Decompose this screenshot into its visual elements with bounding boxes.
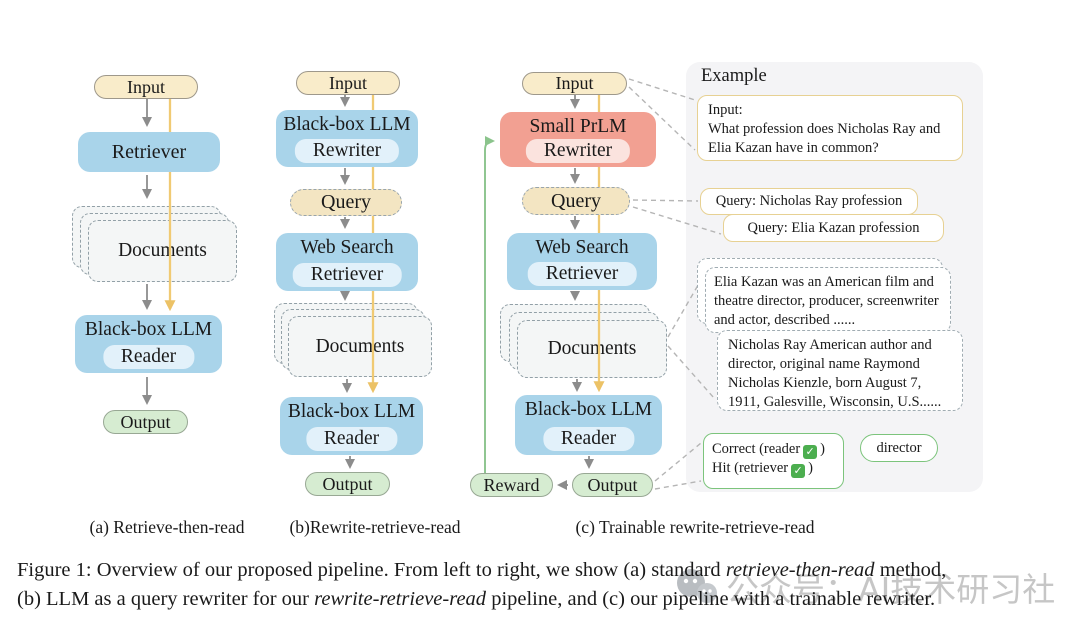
caption-text: method, <box>874 559 947 581</box>
example-query-box-2: Query: Elia Kazan profession <box>723 214 944 242</box>
documents-node-b: Documents <box>274 303 432 377</box>
documents-node-a: Documents <box>72 206 237 282</box>
reader-line2: Reader <box>102 345 195 369</box>
example-document-text-1: Elia Kazan was an American film and thea… <box>705 267 951 333</box>
reader-node-b: Black-box LLM Reader <box>280 397 423 455</box>
small-prlm-rewriter-node-c: Small PrLM Rewriter <box>500 112 656 167</box>
example-title: Example <box>701 66 767 86</box>
reward-feedback-arrow <box>484 136 495 473</box>
caption-text: Figure 1: Overview of our proposed pipel… <box>17 559 726 581</box>
example-result-box: Correct (reader✓) Hit (retriever✓) <box>703 433 844 489</box>
rewriter-line1: Small PrLM <box>529 116 627 137</box>
retriever-line2: Retriever <box>527 262 637 286</box>
example-input-box: Input: What profession does Nicholas Ray… <box>697 95 963 161</box>
example-query-box-1: Query: Nicholas Ray profession <box>700 188 918 215</box>
caption-italic: rewrite-retrieve-read <box>314 588 487 610</box>
example-input-question-line1: What profession does Nicholas Ray and <box>708 120 941 137</box>
web-search-retriever-node-c: Web Search Retriever <box>507 233 657 290</box>
query-node-c: Query <box>522 187 630 215</box>
output-node-c: Output <box>572 473 653 497</box>
result-correct-close: ) <box>820 441 825 457</box>
panel-c-label: (c) Trainable rewrite-retrieve-read <box>575 517 815 537</box>
reader-line1: Black-box LLM <box>84 319 213 340</box>
output-node-a: Output <box>103 410 188 434</box>
reader-line1: Black-box LLM <box>287 401 416 422</box>
result-correct-text: Correct (reader <box>712 441 801 457</box>
result-correct-line: Correct (reader✓) <box>712 440 835 459</box>
result-hit-close: ) <box>808 460 813 476</box>
documents-label: Documents <box>517 320 667 378</box>
reader-line2: Reader <box>305 427 398 451</box>
check-icon: ✓ <box>803 445 818 459</box>
result-hit-line: Hit (retriever✓) <box>712 459 835 478</box>
panel-b-label: (b)Rewrite-retrieve-read <box>289 517 461 537</box>
query-node-b: Query <box>290 189 402 216</box>
caption-italic: retrieve-then-read <box>725 559 875 581</box>
rewriter-line2: Rewriter <box>294 139 400 163</box>
reader-node-a: Black-box LLM Reader <box>75 315 222 373</box>
panel-a-label: (a) Retrieve-then-read <box>89 517 245 537</box>
rewriter-line2: Rewriter <box>525 139 631 163</box>
caption-text: (b) LLM as a query rewriter for our <box>17 588 315 610</box>
example-answer-pill: director <box>860 434 938 462</box>
caption-text: pipeline, and (c) our pipeline with a tr… <box>486 588 936 610</box>
caption-line-2: (b) LLM as a query rewriter for our rewr… <box>17 585 1069 614</box>
retriever-line1: Web Search <box>300 237 394 258</box>
watermark-text: 公众号：AI技术研习社 <box>726 570 1056 609</box>
reader-line2: Reader <box>542 427 635 451</box>
caption-line-1: Figure 1: Overview of our proposed pipel… <box>17 556 1069 585</box>
reward-node-c: Reward <box>470 473 553 497</box>
input-node-c: Input <box>522 72 627 95</box>
result-hit-text: Hit (retriever <box>712 460 789 476</box>
example-document-box-2: Nicholas Ray American author and directo… <box>717 330 963 411</box>
example-input-question-line2: Elia Kazan have in common? <box>708 139 879 156</box>
watermark: 公众号：AI技术研习社 <box>676 563 1055 611</box>
wechat-logo-icon <box>677 569 717 603</box>
rewriter-node-b: Black-box LLM Rewriter <box>276 110 418 167</box>
retriever-node-a: Retriever <box>78 132 220 172</box>
reader-node-c: Black-box LLM Reader <box>515 395 662 455</box>
retriever-line1: Web Search <box>535 237 629 258</box>
check-icon: ✓ <box>791 464 806 478</box>
input-node-b: Input <box>296 71 400 95</box>
output-node-b: Output <box>305 472 390 496</box>
rewriter-line1: Black-box LLM <box>283 114 411 135</box>
example-input-label: Input: <box>708 102 743 118</box>
documents-label: Documents <box>288 316 432 377</box>
documents-label: Documents <box>88 220 237 282</box>
retriever-line2: Retriever <box>292 263 402 287</box>
input-node-a: Input <box>94 75 198 99</box>
documents-node-c: Documents <box>500 304 667 378</box>
example-document-box-1: Elia Kazan was an American film and thea… <box>697 258 951 333</box>
reader-line1: Black-box LLM <box>524 399 653 420</box>
web-search-retriever-node-b: Web Search Retriever <box>276 233 418 291</box>
figure-caption: Figure 1: Overview of our proposed pipel… <box>17 556 1069 614</box>
